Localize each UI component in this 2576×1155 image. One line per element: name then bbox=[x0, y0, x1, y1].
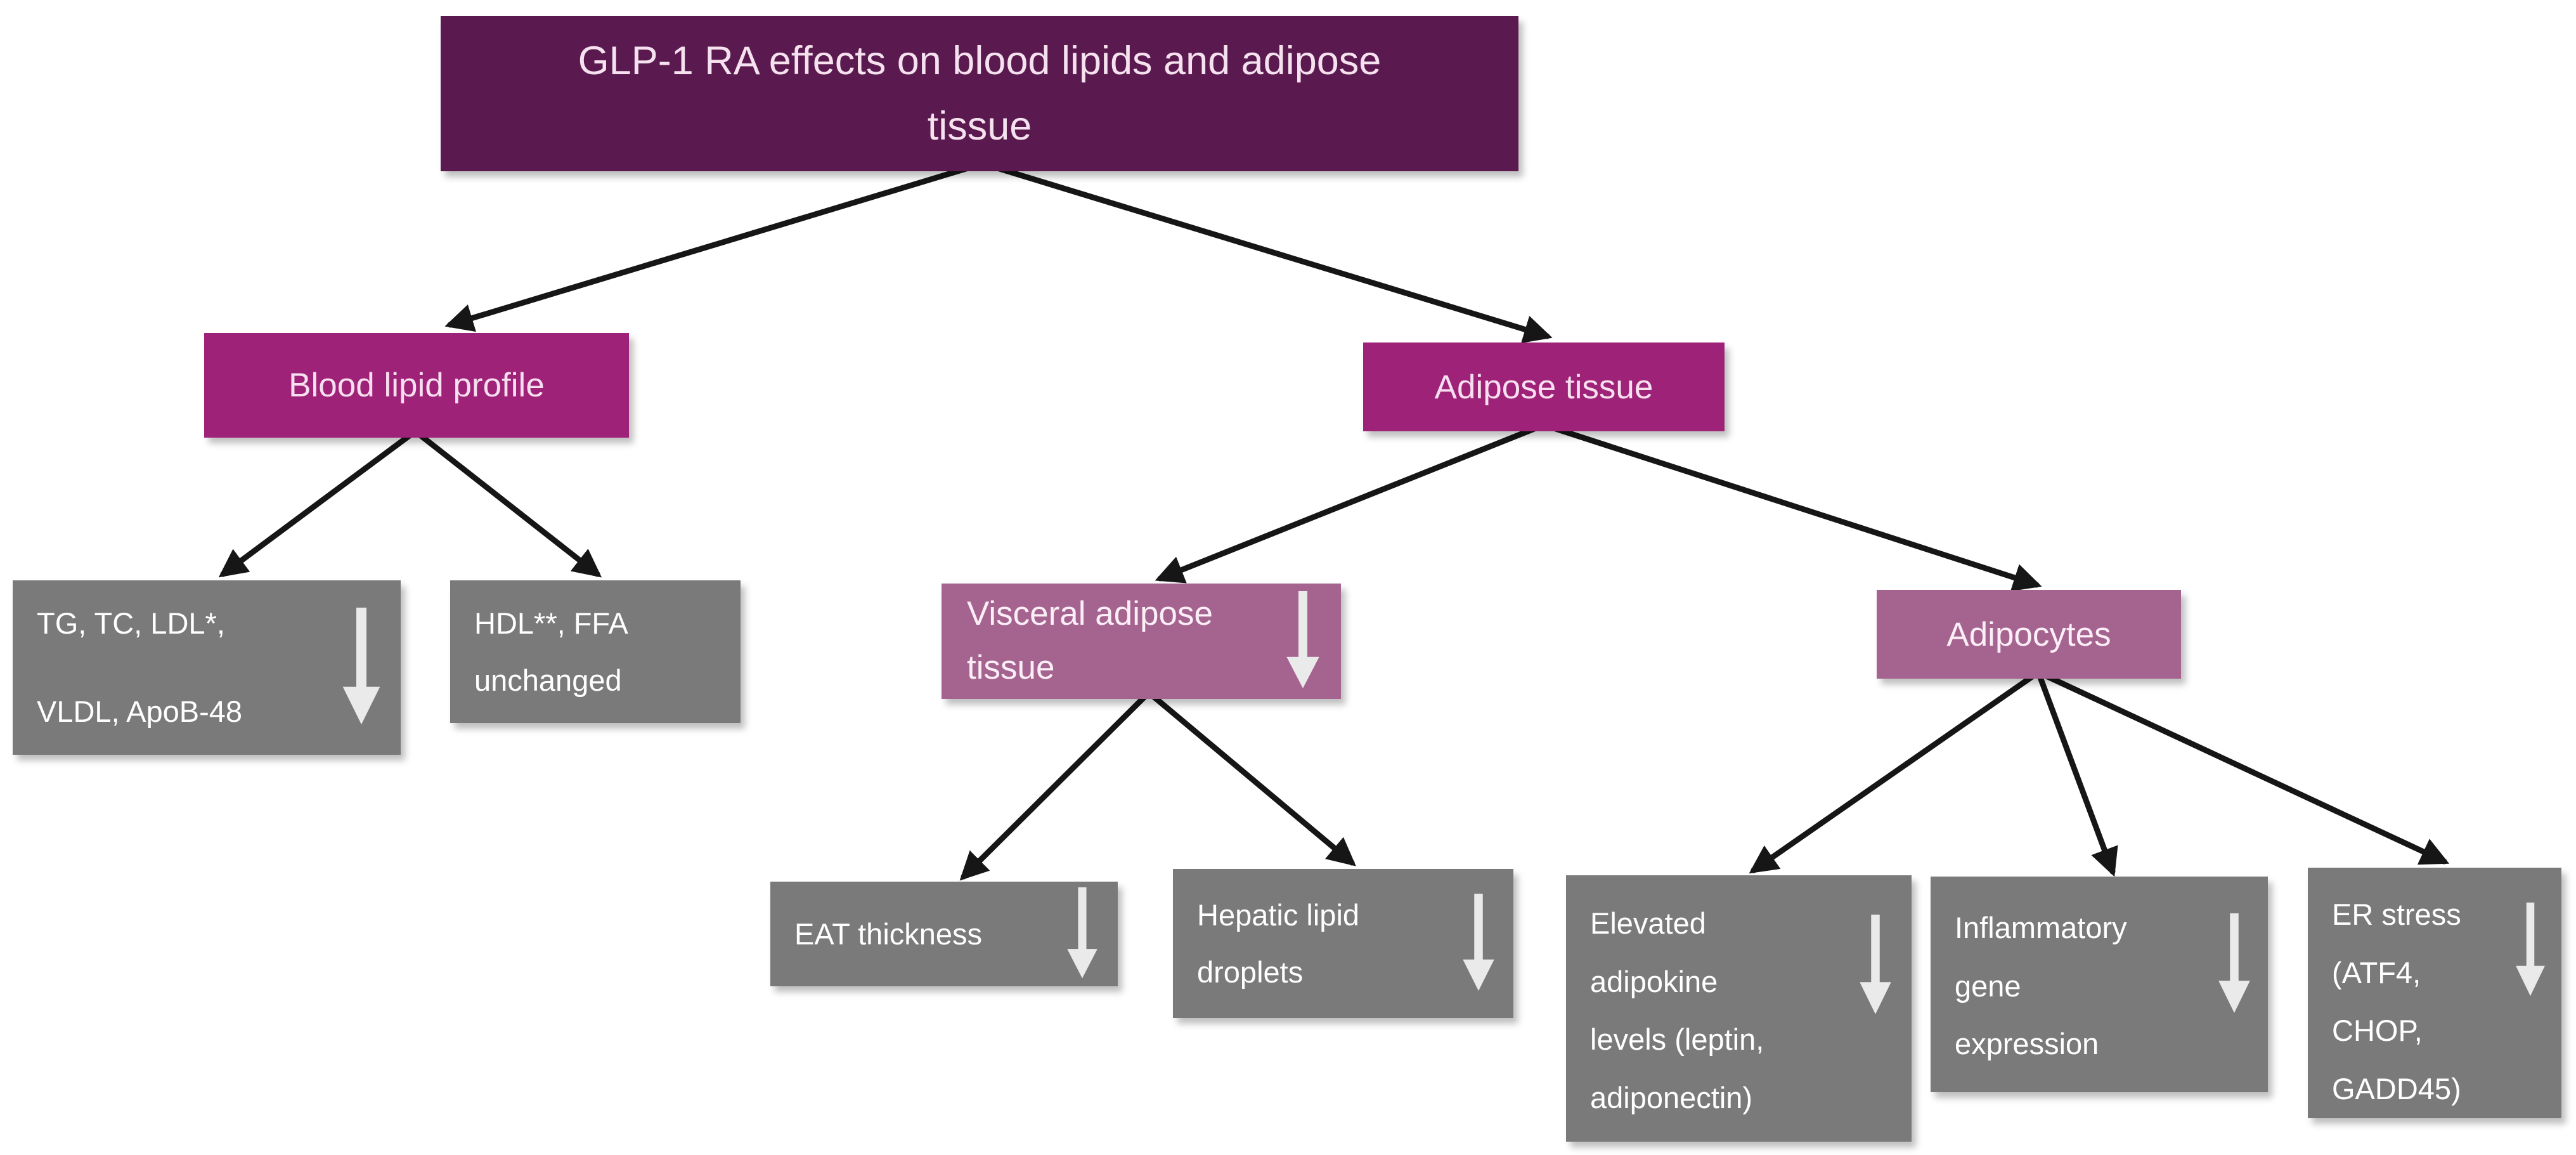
node-label: tissue bbox=[927, 103, 1032, 148]
node-label: (ATF4, bbox=[2332, 955, 2421, 989]
connector-arrow bbox=[2035, 669, 2450, 865]
node-adipocytes: Adipocytes bbox=[1877, 590, 2181, 679]
node-label: Hepatic lipid bbox=[1197, 898, 1360, 932]
node-label: VLDL, ApoB-48 bbox=[37, 695, 242, 729]
node-label: adiponectin) bbox=[1590, 1080, 1753, 1114]
node-label: Visceral adipose bbox=[967, 595, 1213, 633]
node-root-title: GLP-1 RA effects on blood lipids and adi… bbox=[441, 16, 1518, 171]
node-label: Adipose tissue bbox=[1434, 368, 1654, 406]
node-label: Inflammatory bbox=[1955, 911, 2127, 944]
node-blood-lipid-profile: Blood lipid profile bbox=[204, 333, 629, 438]
node-label: TG, TC, LDL*, bbox=[37, 606, 225, 640]
node-elevated-adipokine-levels: Elevated adipokine levels (leptin, adipo… bbox=[1566, 875, 1912, 1142]
node-hdl-ffa-unchanged: HDL**, FFA unchanged bbox=[450, 580, 741, 723]
node-label: unchanged bbox=[474, 663, 622, 697]
down-arrow-icon bbox=[2218, 913, 2250, 1013]
connector-arrow bbox=[1155, 422, 1547, 584]
down-arrow-icon bbox=[1286, 591, 1319, 689]
node-label: tissue bbox=[967, 649, 1055, 686]
connector-arrow bbox=[2035, 669, 2118, 877]
node-inflammatory-gene-expression: Inflammatory gene expression bbox=[1931, 877, 2268, 1092]
node-label: Adipocytes bbox=[1946, 615, 2111, 653]
node-er-stress: ER stress (ATF4, CHOP, GADD45) bbox=[2308, 868, 2561, 1118]
node-label: GADD45) bbox=[2332, 1071, 2461, 1106]
connector-arrow bbox=[1541, 422, 2042, 592]
node-visceral-adipose-tissue: Visceral adipose tissue bbox=[942, 584, 1341, 699]
connector-arrow bbox=[412, 428, 602, 578]
connector-arrow bbox=[980, 160, 1553, 343]
node-label: expression bbox=[1955, 1027, 2099, 1061]
node-hepatic-lipid-droplets: Hepatic lipid droplets bbox=[1173, 869, 1513, 1018]
node-label: gene bbox=[1955, 969, 2021, 1003]
down-arrow-icon bbox=[2516, 903, 2545, 996]
node-label: ER stress bbox=[2332, 897, 2461, 931]
node-label: adipokine bbox=[1590, 964, 1718, 998]
down-arrow-icon bbox=[342, 607, 380, 724]
node-label: EAT thickness bbox=[794, 917, 983, 951]
connector-arrow bbox=[218, 428, 418, 578]
node-label: droplets bbox=[1197, 955, 1304, 989]
node-label: levels (leptin, bbox=[1590, 1022, 1764, 1057]
node-label: HDL**, FFA bbox=[474, 606, 628, 641]
node-label: Elevated bbox=[1590, 906, 1706, 940]
node-label: GLP-1 RA effects on blood lipids and adi… bbox=[578, 39, 1382, 84]
connector-arrow bbox=[1146, 689, 1356, 866]
down-arrow-icon bbox=[1067, 887, 1097, 978]
node-label: CHOP, bbox=[2332, 1014, 2423, 1048]
node-tg-tc-ldl-vldl-apob: TG, TC, LDL*, VLDL, ApoB-48 bbox=[13, 580, 401, 755]
connector-arrow bbox=[959, 689, 1152, 881]
down-arrow-icon bbox=[1860, 915, 1891, 1014]
node-eat-thickness: EAT thickness bbox=[770, 882, 1118, 986]
node-label: Blood lipid profile bbox=[288, 367, 545, 404]
connector-arrow bbox=[444, 160, 986, 332]
down-arrow-icon bbox=[1463, 893, 1494, 991]
connector-arrow bbox=[1749, 669, 2042, 874]
node-adipose-tissue: Adipose tissue bbox=[1363, 343, 1725, 431]
